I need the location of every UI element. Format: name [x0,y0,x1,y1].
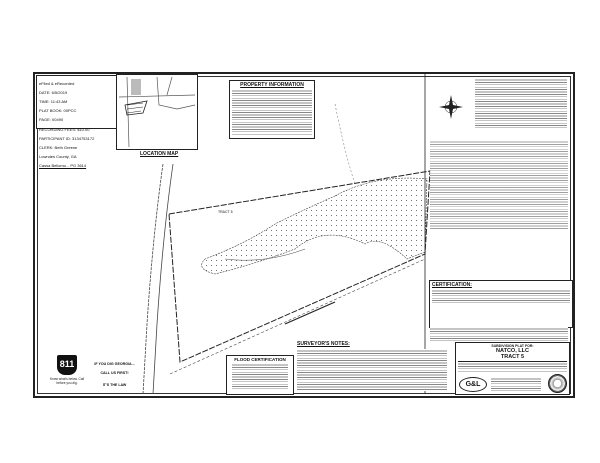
stamp-line: eFiled & eRecorded [39,80,75,86]
stamp-line: PAGE: 00490 [39,117,64,123]
call-811-text: IF YOU DIG GEORGIA... CALL US FIRST! IT'… [92,357,137,392]
certification: CERTIFICATION: [429,280,573,328]
plat-drawing [142,74,463,394]
signature-block [430,327,568,341]
surveyors-notes-title: SURVEYOR'S NOTES: [297,341,350,347]
call-811-logo: 811 [57,355,77,375]
call-811-footer: Know what's below. Call before you dig. [49,377,85,385]
call-811-line: IF YOU DIG GEORGIA... [94,361,135,366]
stamp-line: Lowndes County, GA [39,154,77,160]
property-information-title: PROPERTY INFORMATION [240,82,304,88]
recording-stamp: eFiled & eRecorded DATE: 6/5/2019 TIME: … [36,75,118,168]
north-arrow-icon [439,95,463,119]
call-811-line: CALL US FIRST! [100,370,129,375]
plat-border [33,72,575,398]
stamp-line: Cassa Bellomo... PG 3614 [39,163,87,169]
stamp-line: CLERK: Beth Greene [39,144,78,150]
property-information-text [232,89,312,135]
property-information: PROPERTY INFORMATION [229,80,315,139]
title-block-header: SUBDIVISION PLAT FOR: [491,344,534,348]
call-811-line: IT'S THE LAW [102,382,127,387]
title-block-tract: TRACT 5 [500,354,525,360]
certification-title: CERTIFICATION: [432,282,472,288]
legend [475,78,567,128]
location-map-title: LOCATION MAP [140,151,179,157]
flood-certification: FLOOD CERTIFICATION [226,355,294,395]
tract-label: TRACT 5 [218,210,233,214]
location-map [116,74,198,150]
stamp-line: TIME: 11:43 AM [39,98,68,104]
title-block: SUBDIVISION PLAT FOR: NATCO, LLC TRACT 5… [455,342,570,395]
stamp-line: PLAT BOOK: 00PCC [39,108,77,114]
owner-certificates [430,140,568,230]
flood-certification-text [232,363,288,389]
title-block-owner: NATCO, LLC [496,348,529,354]
stamp-line: RECORDING FEES: $10.00 [39,126,90,132]
certification-text [432,289,570,303]
firm-address [491,377,541,391]
flood-certification-title: FLOOD CERTIFICATION [234,357,286,362]
wetland-area [201,177,428,275]
stamp-line: PARTICIPANT ID: 3134753172 [39,135,95,141]
firm-logo: G&L [459,377,487,392]
stamp-line: DATE: 6/5/2019 [39,89,68,95]
title-block-details [458,361,567,372]
location-map-drawing [118,76,196,148]
surveyors-notes-text [297,349,447,391]
surveyor-seal [548,374,567,393]
